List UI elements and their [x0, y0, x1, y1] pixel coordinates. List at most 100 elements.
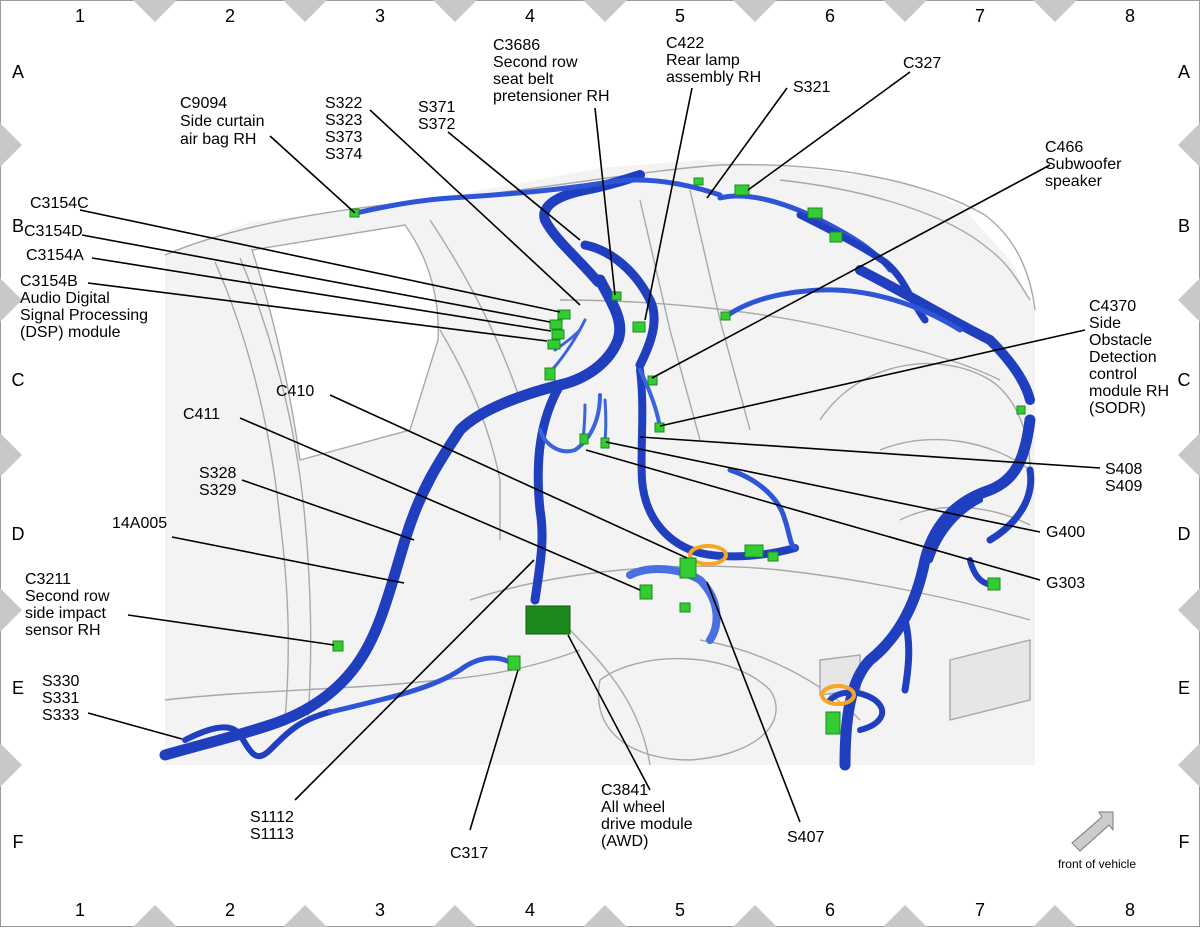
connector-wheel — [825, 711, 841, 735]
label-s408: S408 S409 — [1105, 461, 1147, 495]
label-c410: C410 — [276, 383, 314, 400]
label-c466: C466 Subwoofer speaker — [1045, 139, 1126, 190]
connector-g303 — [579, 433, 589, 445]
label-s321: S321 — [793, 79, 830, 96]
label-c317: C317 — [450, 845, 488, 862]
harness-right-vertical — [839, 414, 1036, 771]
harness-pillar-branch — [580, 240, 659, 370]
label-c422: C422 Rear lamp assembly RH — [666, 35, 761, 86]
connector-c411 — [639, 584, 653, 600]
harness-wheel-branch — [827, 689, 886, 733]
connector-c3211 — [332, 640, 344, 652]
grid-marker-top-5 — [733, 0, 777, 22]
label-c3211: C3211 Second row side impact sensor RH — [25, 571, 114, 639]
col-label-bottom-1: 1 — [75, 900, 85, 920]
label-c3841: C3841 All wheel drive module (AWD) — [601, 782, 697, 850]
leader-s1112 — [294, 559, 535, 801]
leader-s330 — [87, 712, 183, 740]
leader-c3211 — [127, 614, 335, 646]
body-c-pillar-inner — [239, 257, 312, 721]
leader-c422 — [644, 87, 693, 321]
leader-s328 — [241, 479, 415, 541]
connector-c3154b — [547, 339, 561, 350]
connector-c3841-module — [525, 605, 571, 635]
label-c411: C411 — [183, 406, 220, 423]
leader-c3154b — [87, 282, 548, 342]
grid-marker-left-1 — [0, 123, 22, 167]
col-label-top-3: 3 — [375, 6, 385, 26]
label-s330: S330 S331 S333 — [42, 673, 84, 724]
grid-marker-right-5 — [1178, 743, 1200, 787]
label-s371: S371 S372 — [418, 99, 460, 133]
connector-right-upper — [1016, 405, 1026, 415]
leader-c410 — [329, 394, 688, 559]
col-label-bottom-3: 3 — [375, 900, 385, 920]
col-label-top-8: 8 — [1125, 6, 1135, 26]
harness-lower-branch — [327, 655, 518, 715]
grid-marker-bottom-6 — [883, 905, 927, 927]
leader-c3841 — [567, 634, 651, 791]
leader-c3154c — [79, 209, 561, 313]
label-s328: S328 S329 — [199, 465, 241, 499]
body-roof-rail — [164, 163, 1036, 311]
col-label-bottom-2: 2 — [225, 900, 235, 920]
front-of-vehicle-label: front of vehicle — [1058, 857, 1136, 871]
grid-marker-top-3 — [433, 0, 477, 22]
connector-dsp-lower — [544, 367, 556, 381]
connector-c3154a — [551, 329, 565, 340]
leader-s407 — [706, 581, 801, 823]
connector-c3154c — [557, 309, 571, 320]
label-c3154d: C3154D — [24, 223, 83, 240]
grid-marker-bottom-4 — [583, 905, 627, 927]
connector-c410 — [679, 557, 697, 579]
connector-right-loop-a — [744, 544, 764, 558]
orange-clip-lower — [820, 684, 856, 706]
leader-s321 — [706, 87, 788, 199]
body-bracket-right — [949, 639, 1031, 721]
harness-trunk-rightloop — [727, 467, 798, 551]
col-label-bottom-5: 5 — [675, 900, 685, 920]
body-spare-tire-well — [597, 657, 777, 761]
grid-marker-right-2 — [1178, 278, 1200, 322]
leader-s371 — [447, 131, 581, 241]
grid-marker-right-4 — [1178, 588, 1200, 632]
harness-right-trunk — [855, 265, 1035, 405]
harness-center-thin — [538, 393, 602, 454]
front-arrow-icon — [1071, 811, 1114, 852]
col-label-top-6: 6 — [825, 6, 835, 26]
leader-g400 — [605, 441, 1041, 533]
front-of-vehicle-indicator: front of vehicle — [1058, 811, 1136, 871]
connector-subwoofer-a — [807, 207, 823, 219]
leader-c3154a — [91, 257, 552, 332]
grid-marker-right-1 — [1178, 123, 1200, 167]
leader-c317 — [469, 669, 519, 831]
connector-c466 — [647, 375, 658, 386]
body-c-pillar-outer — [214, 261, 289, 721]
grid-marker-bottom-5 — [733, 905, 777, 927]
label-14a005: 14A005 — [112, 515, 167, 532]
grid-marker-top-4 — [583, 0, 627, 22]
connectors — [332, 177, 1026, 735]
connector-rear-lamp — [693, 177, 704, 186]
leader-c327 — [747, 71, 911, 191]
label-c3154c: C3154C — [30, 195, 89, 212]
orange-clips — [688, 544, 856, 706]
leader-s408 — [639, 436, 1101, 469]
leader-c3154d — [81, 234, 551, 323]
harness-shelf-branch — [725, 287, 963, 333]
grid-marker-right-3 — [1178, 433, 1200, 477]
grid-marker-top-6 — [883, 0, 927, 22]
row-label-right-a: A — [1178, 62, 1190, 82]
body-d-pillar — [639, 189, 751, 441]
connector-right-lower — [987, 577, 1001, 591]
leader-s322 — [369, 109, 581, 306]
leader-c3686 — [594, 107, 616, 296]
harness-right-secondary — [901, 466, 1035, 694]
grid-marker-left-4 — [0, 588, 22, 632]
body-trunk-lid-edge — [779, 179, 1031, 301]
connector-trunk-small — [679, 602, 691, 613]
callout-labels: C9094 Side curtain air bag RH S322 S323 … — [20, 35, 1169, 862]
leader-g303 — [585, 449, 1041, 581]
